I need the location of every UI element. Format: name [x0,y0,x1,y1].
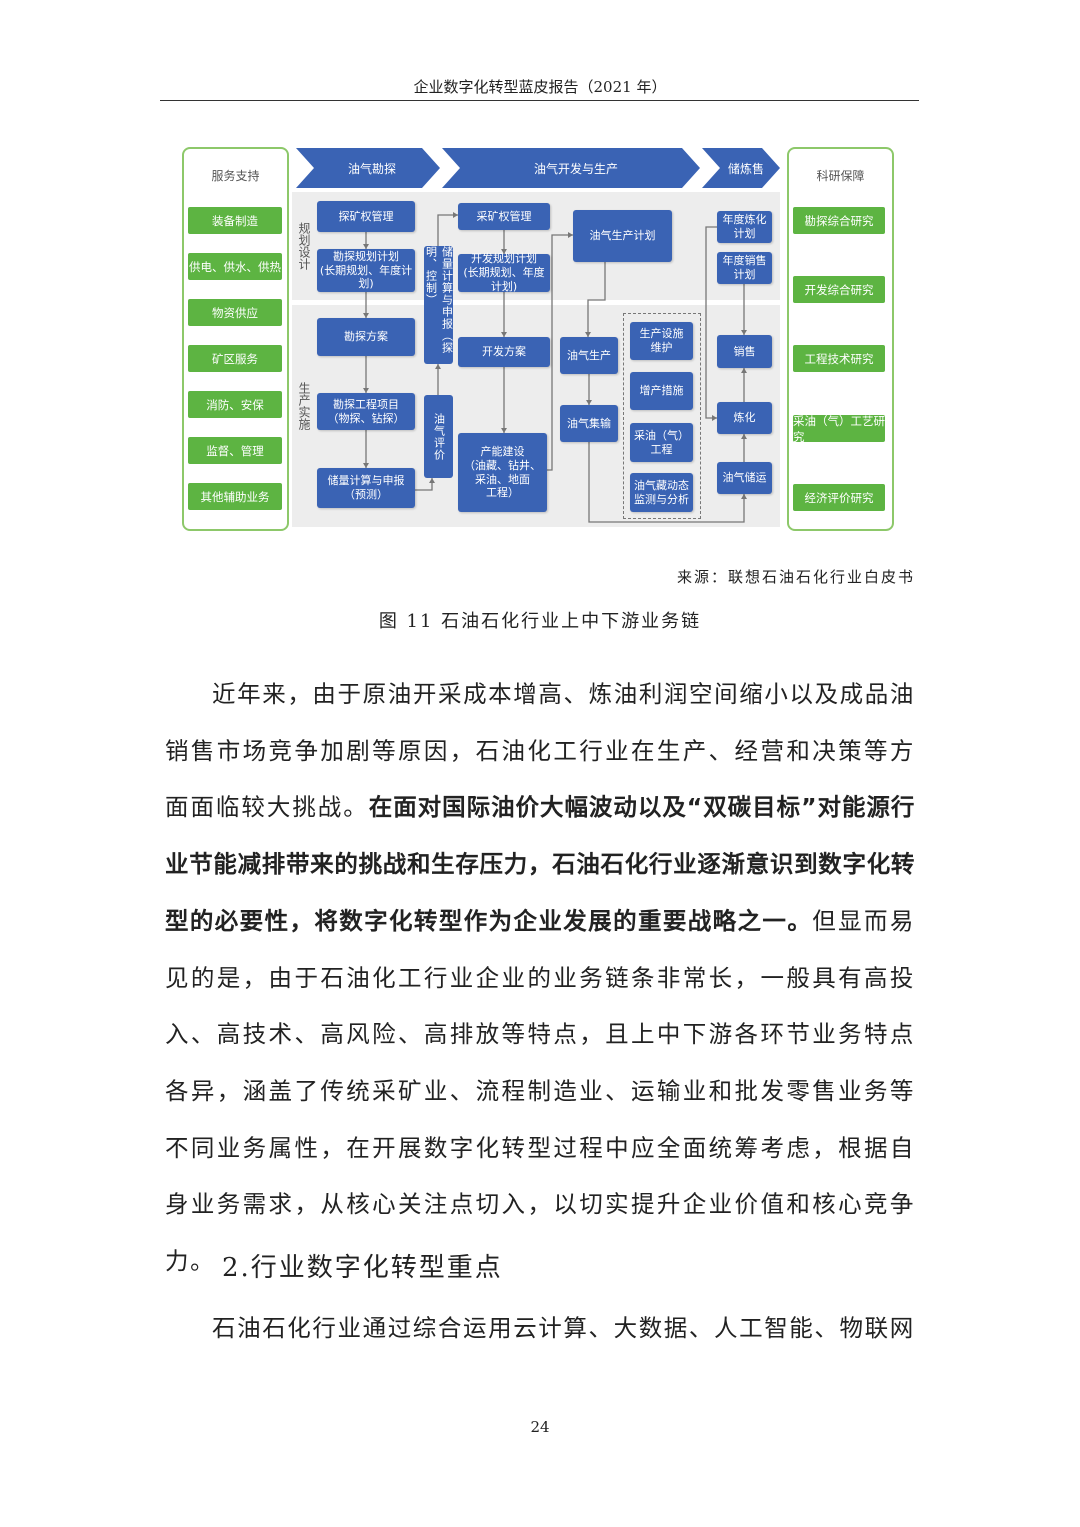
arrow-head [712,415,717,421]
flow-arrow [415,478,433,491]
process-box: 油气生产计划 [573,210,672,262]
production-ops-group [623,313,701,519]
process-box: 采油（气） 工程 [630,423,693,462]
research-item: 经济评价研究 [793,484,885,511]
stage-label: 油气勘探 [348,161,396,176]
research-support-title: 科研保障 [816,169,865,183]
process-box: 增产措施 [630,372,693,410]
stage-chevron [296,148,440,188]
arrow-head [429,478,435,483]
process-box: 勘探方案 [317,318,415,356]
service-item: 监督、管理 [188,437,282,464]
stage-chevrons: 油气勘探 油气开发与生产 储炼售 [296,148,780,188]
arrow-head [363,463,369,468]
process-box: 油气藏动态 监测与分析 [630,473,693,512]
paragraph-text: 近年来，由于原油开采成本增高、炼油利润空间缩小以及成品油销售市场竞争加剧等原因，… [165,680,915,822]
service-item: 装备制造 [188,207,282,234]
arrow-head [501,428,507,433]
arrow-head [363,244,369,249]
body-paragraph: 近年来，由于原油开采成本增高、炼油利润空间缩小以及成品油销售市场竞争加剧等原因，… [165,666,915,1290]
body-paragraph-2: 石油石化行业通过综合运用云计算、大数据、人工智能、物联网 [212,1314,915,1342]
arrow-head [501,249,507,254]
stage-label: 油气开发与生产 [534,161,618,176]
page-number: 24 [530,1418,550,1436]
process-box: 油气集输 [560,405,618,442]
service-item: 物资供应 [188,299,282,326]
process-box: 生产设施 维护 [630,322,693,360]
flow-arrow [437,214,458,246]
process-box: 产能建设 （油藏、钻井、 采油、地面 工程） [458,433,547,512]
arrow-head [585,332,591,337]
arrow-head [586,400,592,405]
stage-chevron [702,148,780,188]
arrow-head [741,434,747,439]
arrow-head [501,332,507,337]
process-box: 勘探规划计划 (长期规划、年度计划) [317,249,415,292]
stage-label: 储炼售 [728,161,764,176]
research-item: 工程技术研究 [793,345,885,372]
section-heading: 2.行业数字化转型重点 [222,1253,503,1283]
oil-gas-evaluation-box: 油气评价 [424,395,453,478]
service-item: 矿区服务 [188,345,282,372]
arrow-head [741,494,747,499]
service-item: 供电、供水、供热 [188,253,282,280]
flow-arrow [705,226,717,419]
process-box: 开发规划计划 (长期规划、年度计划) [458,252,550,293]
service-item: 其他辅助业务 [188,483,282,510]
running-header: 企业数字化转型蓝皮报告（2021 年） [413,78,667,96]
process-box: 开发方案 [458,337,550,367]
row-label-planning: 规划设计 [297,222,311,270]
row-label-production: 生产实施 [297,382,311,430]
process-box: 储量计算与申报 （预测） [317,468,415,508]
arrow-head [435,364,441,369]
process-box: 年度销售 计划 [717,252,772,284]
research-item: 采油（气）工艺研究 [793,413,885,444]
flow-arrow [588,442,745,523]
figure-source: 来源：联想石油石化行业白皮书 [676,568,915,586]
arrow-head [453,212,458,218]
service-item: 消防、安保 [188,391,282,418]
process-box: 采矿权管理 [458,203,550,230]
process-box: 勘探工程项目 （物探、钻探） [317,393,415,430]
service-support-title: 服务支持 [211,169,260,183]
paragraph-bold-text: 在面对国际油价大幅波动以及“双碳目标”对能源行业节能减排带来的挑战和生存压力，石… [165,793,915,935]
value-chain-diagram: 油气勘探 油气开发与生产 储炼售 服务支持 科研保障 规划设计 生产实施 装备制造供… [0,0,1080,540]
research-item: 勘探综合研究 [793,207,885,234]
flow-arrows [363,212,747,523]
arrow-head [363,388,369,393]
research-item: 开发综合研究 [793,276,885,303]
reserve-declaration-box: 储量计算与申报（探明、控制） [424,246,454,364]
arrow-head [568,232,573,238]
paragraph-text: 但显而易见的是，由于石油化工行业企业的业务链条非常长，一般具有高投入、高技术、高… [165,906,915,1276]
arrow-head [741,368,747,373]
figure-caption: 图 11 石油石化行业上中下游业务链 [378,611,702,632]
process-box: 炼化 [717,402,772,434]
process-box: 油气生产 [560,337,618,374]
flow-arrow [547,234,573,471]
process-box: 探矿权管理 [317,201,415,232]
process-box: 油气储运 [717,462,772,494]
stage-chevron [442,148,700,188]
flow-arrow [587,262,606,337]
arrow-head [741,330,747,335]
header-rule [160,100,919,101]
process-box: 年度炼化 计划 [717,211,772,243]
process-box: 销售 [717,335,772,368]
arrow-head [363,313,369,318]
